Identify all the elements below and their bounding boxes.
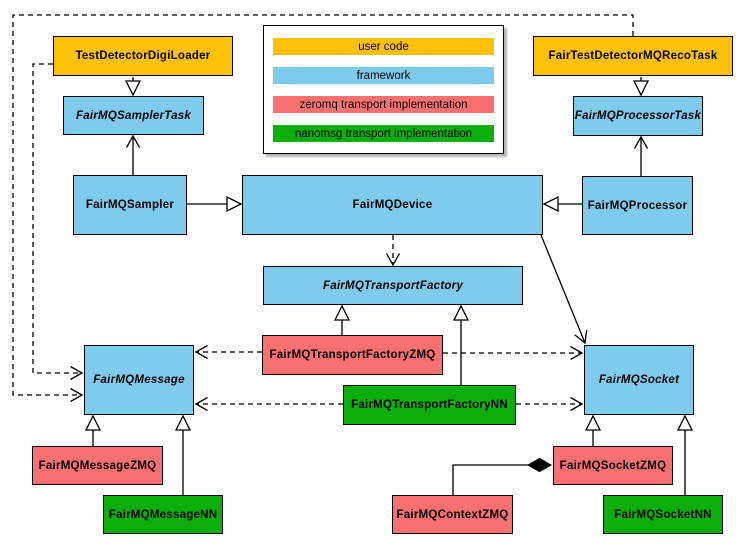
node-fairmqsamplertask: FairMQSamplerTask [63, 96, 204, 135]
node-fairmqmessagenn: FairMQMessageNN [103, 495, 223, 534]
node-fairmqdevice: FairMQDevice [242, 175, 543, 235]
node-fairmqprocessor: FairMQProcessor [582, 176, 693, 235]
node-fairmqsocket: FairMQSocket [584, 345, 694, 415]
node-fairtestdetectormqrecotask: FairTestDetectorMQRecoTask [533, 36, 733, 76]
node-label: FairMQSocketZMQ [559, 459, 667, 472]
node-fairmqmessagezmq: FairMQMessageZMQ [32, 446, 163, 485]
node-fairmqsampler: FairMQSampler [73, 175, 187, 235]
node-label: FairMQSocket [598, 374, 680, 386]
node-label: FairMQSocketNN [614, 508, 712, 521]
node-fairmqsocketnn: FairMQSocketNN [603, 495, 723, 534]
node-label: FairMQMessage [93, 374, 185, 386]
edge-dependency-recotask-message [12, 14, 634, 403]
legend: user code framework zeromq transport imp… [263, 25, 504, 154]
node-label: FairTestDetectorMQRecoTask [548, 50, 718, 62]
legend-item-framework: framework [273, 67, 494, 84]
node-label: FairMQMessageNN [108, 508, 218, 521]
node-label: FairMQTransportFactoryZMQ [269, 349, 436, 361]
legend-item-nanomsg: nanomsg transport implementation [273, 125, 494, 142]
node-label: FairMQProcessorTask [574, 110, 702, 122]
edge-association-device-socket [540, 234, 588, 345]
node-fairmqtransportfactoryzmq: FairMQTransportFactoryZMQ [262, 335, 443, 375]
legend-label: zeromq transport implementation [299, 98, 468, 111]
node-label: FairMQSampler [85, 199, 175, 211]
node-label: FairMQProcessor [587, 199, 688, 212]
node-label: FairMQSamplerTask [75, 109, 192, 122]
node-fairmqcontextzmq: FairMQContextZMQ [392, 495, 513, 534]
legend-label: user code [358, 40, 409, 53]
legend-label: framework [356, 69, 411, 82]
legend-item-user-code: user code [273, 38, 494, 55]
node-fairmqprocessortask: FairMQProcessorTask [573, 96, 703, 136]
node-label: FairMQMessageZMQ [38, 459, 157, 472]
edge-composition-contextzmq-socketzmq [452, 457, 553, 495]
node-label: FairMQTransportFactory [322, 279, 464, 292]
node-label: FairMQDevice [352, 199, 433, 211]
node-fairmqmessage: FairMQMessage [84, 345, 194, 415]
node-fairmqtransportfactory: FairMQTransportFactory [263, 266, 523, 305]
edge-dependency-digiloader-message [32, 63, 84, 381]
node-label: FairMQTransportFactoryNN [351, 399, 508, 411]
node-fairmqtransportfactorynn: FairMQTransportFactoryNN [343, 385, 516, 425]
legend-label: nanomsg transport implementation [294, 127, 473, 140]
node-testdetectordigiloader: TestDetectorDigiLoader [53, 36, 233, 76]
legend-item-zeromq: zeromq transport implementation [273, 96, 494, 113]
node-label: FairMQContextZMQ [396, 508, 509, 521]
node-fairmqsocketzmq: FairMQSocketZMQ [553, 446, 673, 485]
node-label: TestDetectorDigiLoader [75, 50, 211, 62]
